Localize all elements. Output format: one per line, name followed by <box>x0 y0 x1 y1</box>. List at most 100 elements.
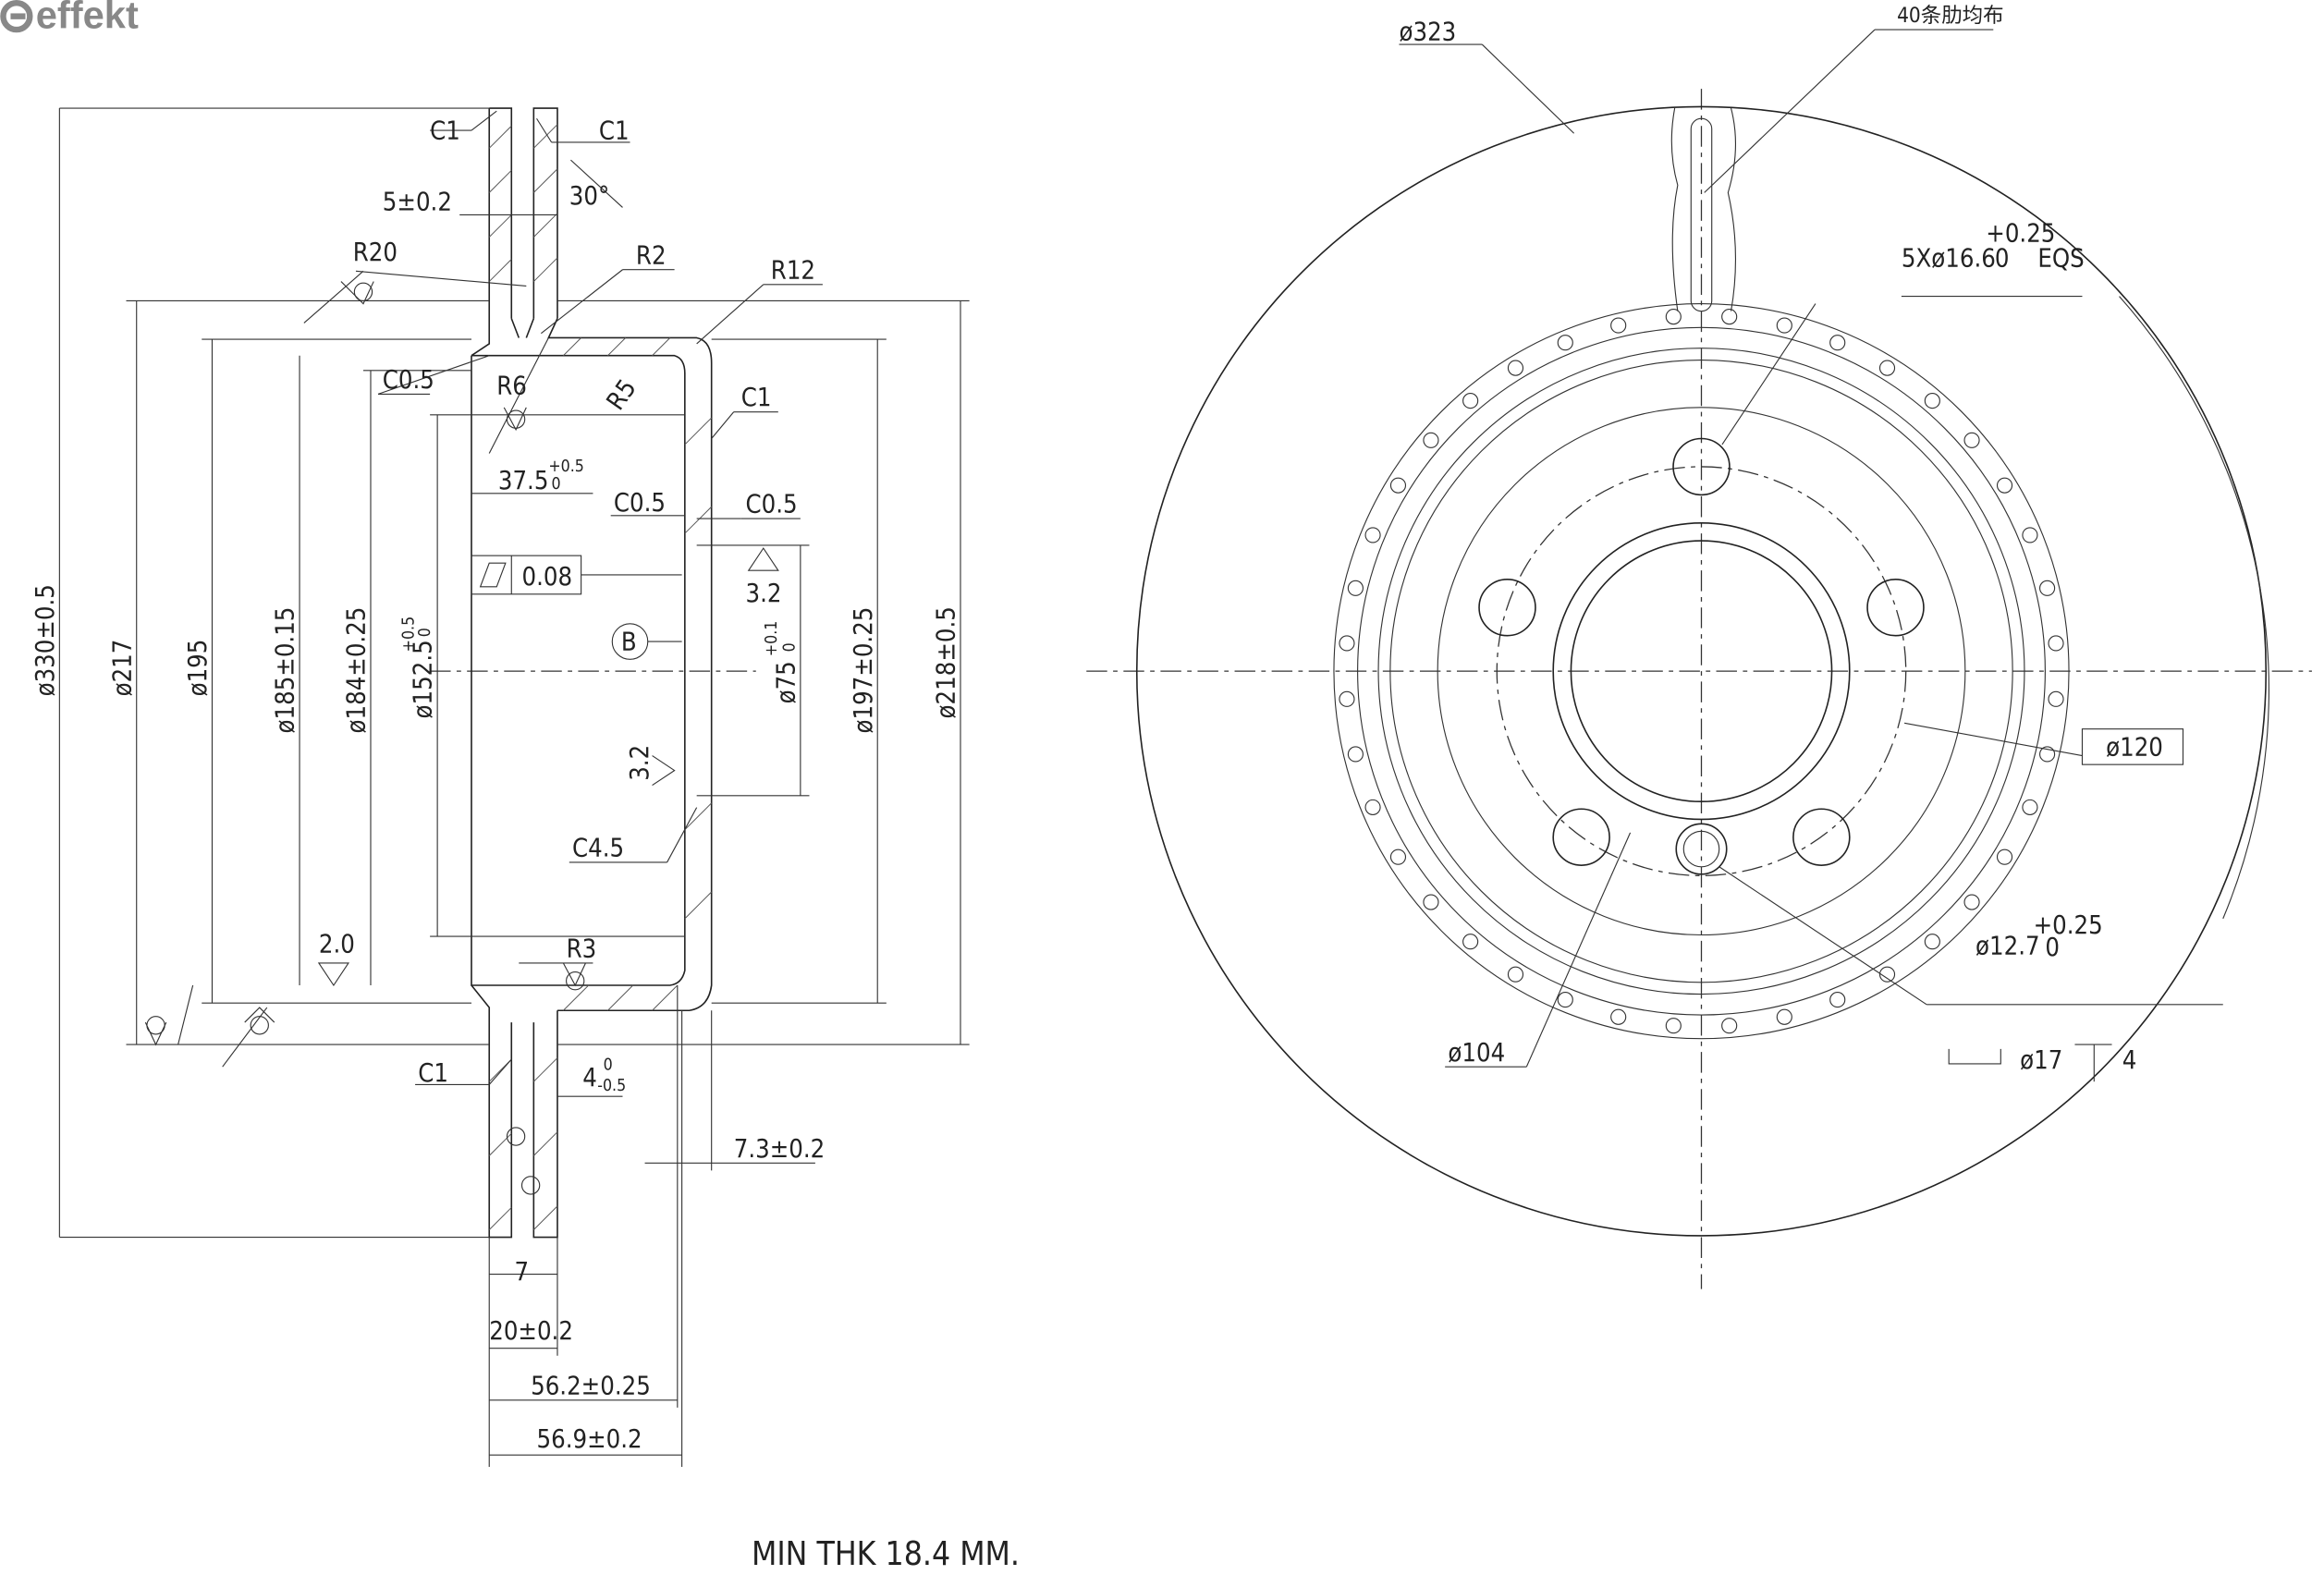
svg-text:ø104: ø104 <box>1448 1039 1505 1068</box>
vent-notch <box>1557 335 1573 351</box>
svg-text:B: B <box>621 629 637 657</box>
vent-notch <box>1389 849 1407 865</box>
svg-text:4: 4 <box>2122 1046 2137 1075</box>
vent-notch <box>2022 799 2038 815</box>
svg-text:ø12.7: ø12.7 <box>1975 932 2040 960</box>
svg-text:C0.5: C0.5 <box>383 366 434 395</box>
hub-ring <box>1552 522 1851 821</box>
vent-notch <box>1339 690 1355 707</box>
rib-section <box>1690 117 1713 312</box>
svg-text:ø185±0.15: ø185±0.15 <box>272 607 300 734</box>
svg-text:ø75: ø75 <box>772 661 801 703</box>
svg-text:ø217: ø217 <box>108 640 137 697</box>
svg-text:5Xø16.6: 5Xø16.6 <box>1902 245 1996 274</box>
vent-notch <box>1878 966 1896 983</box>
bolt-circle <box>1496 466 1907 877</box>
vent-notch <box>1996 849 2013 865</box>
rib-cutaway <box>1670 107 1737 311</box>
vent-notch <box>1507 360 1524 376</box>
vent-notch <box>1924 934 1940 950</box>
svg-text:C1: C1 <box>430 117 460 146</box>
svg-text:C4.5: C4.5 <box>572 835 624 863</box>
vent-notch <box>1347 746 1364 763</box>
svg-text:C1: C1 <box>741 384 772 412</box>
vent-notch <box>1829 992 1846 1008</box>
svg-text:ø218±0.5: ø218±0.5 <box>933 606 961 718</box>
svg-text:R6: R6 <box>496 372 527 400</box>
svg-text:+0.5: +0.5 <box>548 458 584 476</box>
center-bore <box>1570 540 1833 803</box>
hat-inner <box>471 354 686 986</box>
bolt-hole <box>1478 578 1536 637</box>
vent-notch <box>1878 360 1896 376</box>
svg-text:R2: R2 <box>636 241 667 270</box>
vent-notches <box>1339 309 2064 1034</box>
svg-text:5±0.2: 5±0.2 <box>383 189 452 217</box>
svg-text:C1: C1 <box>599 117 630 146</box>
vent-notch <box>1963 432 1980 448</box>
vent-notch <box>1996 477 2013 494</box>
svg-text:+0.1: +0.1 <box>763 621 781 657</box>
svg-text:ø323: ø323 <box>1399 18 1456 46</box>
vent-notch <box>1364 799 1381 815</box>
svg-text:C0.5: C0.5 <box>746 491 798 519</box>
bolt-hole <box>1672 437 1731 496</box>
bolt-hole <box>1792 808 1851 866</box>
vent-notch <box>1963 894 1980 910</box>
svg-text:7: 7 <box>514 1258 529 1287</box>
outer-edge <box>1135 105 2268 1237</box>
vent-notch <box>1610 317 1627 334</box>
bolt-holes <box>1478 437 1925 875</box>
bolt-hole <box>1552 808 1610 866</box>
vent-notch <box>1423 432 1439 448</box>
svg-text:ø197±0.25: ø197±0.25 <box>850 607 878 734</box>
vent-notch <box>1364 527 1381 543</box>
min-thickness-note: MIN THK 18.4 MM. <box>752 1535 1020 1573</box>
friction-plate-bottom <box>471 984 558 1239</box>
vent-notch <box>2048 635 2064 652</box>
svg-text:ø330±0.5: ø330±0.5 <box>31 584 60 696</box>
svg-text:-0.5: -0.5 <box>597 1077 626 1095</box>
vent-notch <box>1339 635 1355 652</box>
bolt-hole <box>1866 578 1925 637</box>
svg-text:20±0.2: 20±0.2 <box>489 1317 573 1346</box>
svg-text:R5: R5 <box>602 374 642 416</box>
vent-notch <box>1347 580 1364 596</box>
svg-text:effekt: effekt <box>36 0 139 36</box>
flatness-icon <box>479 562 507 588</box>
vent-notch <box>1776 1008 1792 1025</box>
vent-notch <box>1462 393 1479 409</box>
vent-notch <box>1507 966 1524 983</box>
vent-notch <box>2048 690 2064 707</box>
svg-text:0: 0 <box>780 642 799 652</box>
vent-notch <box>1389 477 1407 494</box>
vent-notch <box>1665 1018 1682 1034</box>
svg-text:3.2: 3.2 <box>626 745 654 781</box>
vent-notch <box>1462 934 1479 950</box>
svg-text:ø184±0.25: ø184±0.25 <box>343 607 372 734</box>
svg-text:4: 4 <box>582 1064 597 1093</box>
friction-plate-top <box>489 107 558 319</box>
vent-notch <box>1557 992 1573 1008</box>
svg-text:+0.5: +0.5 <box>399 617 418 652</box>
svg-text:ø120: ø120 <box>2106 734 2163 763</box>
vent-notch <box>1829 335 1846 351</box>
svg-text:40条肋均布: 40条肋均布 <box>1897 4 2003 28</box>
hatching <box>488 124 713 1230</box>
svg-text:+0.25: +0.25 <box>1986 219 2055 248</box>
locating-hole <box>1675 823 1728 875</box>
svg-text:C1: C1 <box>418 1059 448 1088</box>
svg-text:0: 0 <box>416 628 434 637</box>
svg-text:3.2: 3.2 <box>746 580 782 608</box>
vent-notch <box>1721 309 1738 325</box>
front-view: ø323 40条肋均布 5Xø16.6 +0.25 0 EQS ø120 ø12… <box>1086 4 2312 1289</box>
svg-text:ø17: ø17 <box>2020 1046 2062 1075</box>
svg-text:ø152.5: ø152.5 <box>410 640 438 718</box>
vent-notch <box>1423 894 1439 910</box>
vent-notch <box>2039 580 2056 596</box>
leader-lines <box>1399 29 2223 1082</box>
dimension-lines <box>58 107 970 1467</box>
flatness-frame <box>471 555 582 595</box>
